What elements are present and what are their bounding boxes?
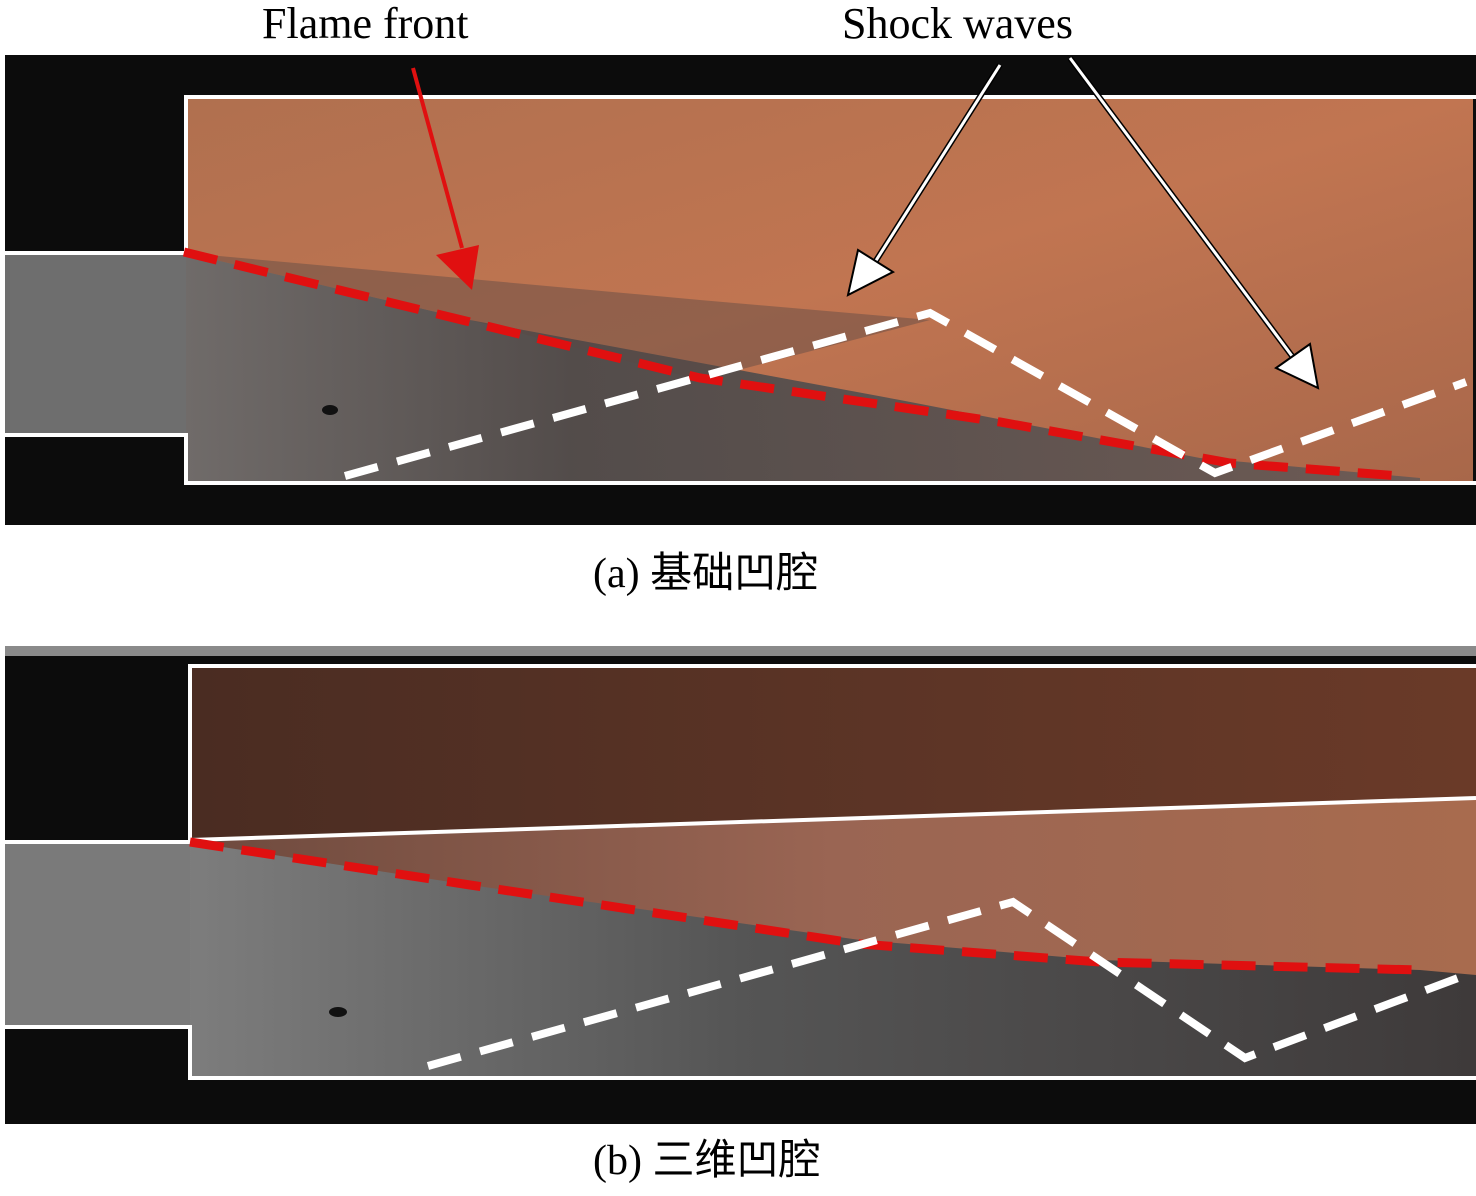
panel-a-flame-front-line — [182, 247, 1401, 481]
panel-b-shock-wave-line — [426, 897, 1468, 1070]
panel-a-image — [5, 55, 1476, 525]
flame-front-label: Flame front — [262, 0, 469, 48]
shock-waves-label: Shock waves — [842, 0, 1073, 48]
panel-b-caption: (b) 三维凹腔 — [593, 1138, 821, 1184]
panel-b-image — [5, 646, 1476, 1124]
panel-a-caption: (a) 基础凹腔 — [593, 551, 819, 597]
shock-wave-arrow-right — [1067, 56, 1320, 390]
panel-a-shock-wave-line — [343, 308, 1468, 480]
shock-wave-arrow-left — [846, 63, 1003, 297]
flame-front-arrow — [411, 67, 479, 290]
